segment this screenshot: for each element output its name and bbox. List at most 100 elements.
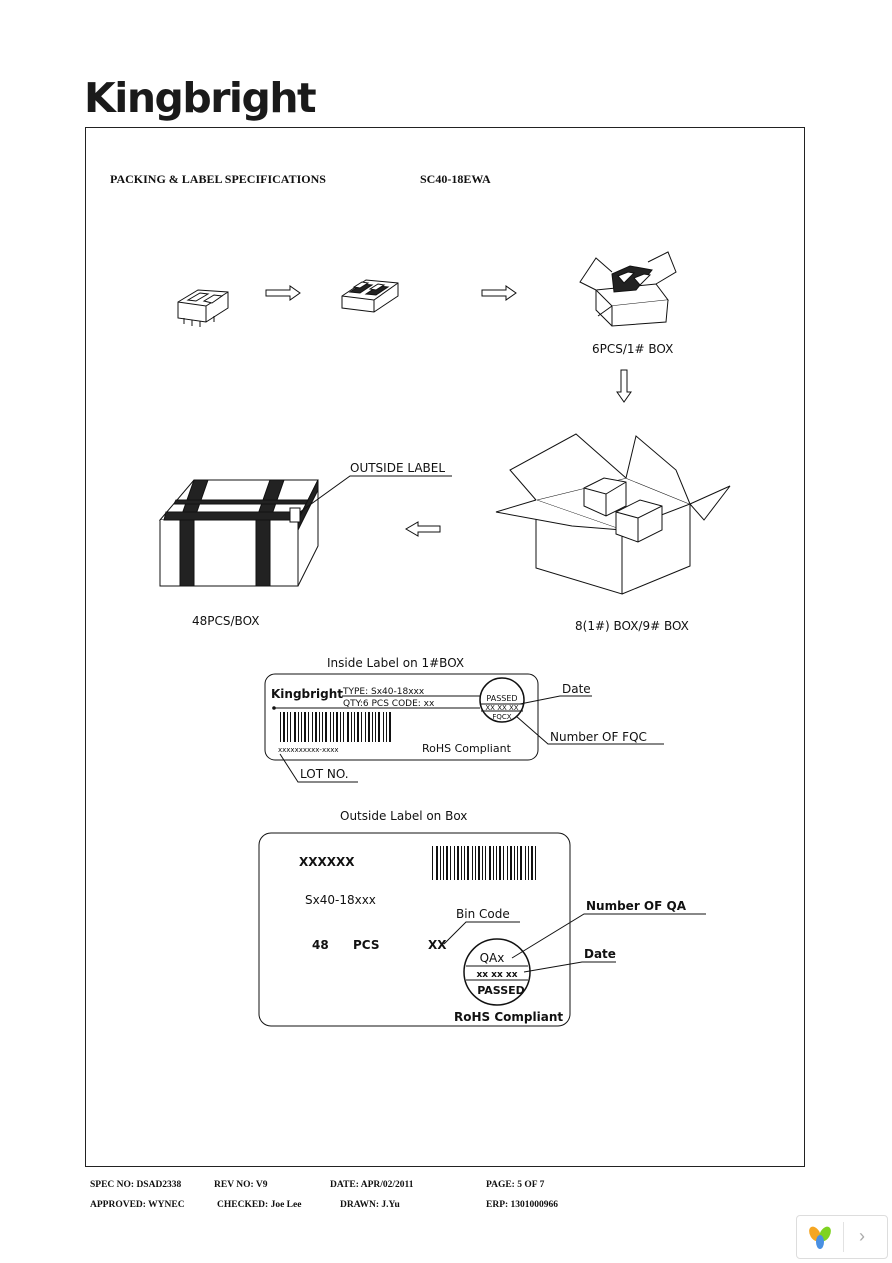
next-page-chevron-icon[interactable]: › xyxy=(859,1226,865,1246)
outer-box-caption: 48PCS/BOX xyxy=(192,614,259,628)
barcode-bar xyxy=(354,712,355,742)
inside-rohs-text: RoHS Compliant xyxy=(422,742,512,755)
fqc-stamp-date: XX XX XX xyxy=(485,704,518,712)
barcode-bar xyxy=(461,846,462,880)
outside-label-callout: OUTSIDE LABEL xyxy=(350,461,445,475)
barcode-bar xyxy=(383,712,384,742)
barcode-bar xyxy=(319,712,320,742)
barcode-bar xyxy=(485,846,486,880)
barcode-bar xyxy=(301,712,302,742)
footer-rev-no: REV NO: V9 xyxy=(214,1180,268,1190)
qa-number-callout: Number OF QA xyxy=(586,899,687,913)
barcode-bar xyxy=(517,846,518,880)
barcode-bar xyxy=(503,846,504,880)
barcode-bar xyxy=(525,846,526,880)
barcode-bar xyxy=(304,712,306,742)
barcode-bar xyxy=(432,846,433,880)
barcode-bar xyxy=(280,712,281,742)
fqc-stamp-bottom: FQCX xyxy=(492,713,511,721)
outside-type: Sx40-18xxx xyxy=(305,893,376,907)
inside-label-brand: Kingbright xyxy=(271,687,343,701)
barcode-bar xyxy=(372,712,373,742)
footer-page: PAGE: 5 OF 7 xyxy=(486,1180,545,1190)
qa-stamp-date: xx xx xx xyxy=(476,970,517,980)
barcode-bar xyxy=(325,712,327,742)
barcode-bar xyxy=(475,846,476,880)
qa-stamp xyxy=(463,938,531,1006)
footer-drawn: DRAWN: J.Yu xyxy=(340,1200,400,1210)
barcode-bar xyxy=(446,846,448,880)
barcode-bar xyxy=(450,846,451,880)
barcode-bar xyxy=(520,846,522,880)
small-box-icon xyxy=(579,251,677,327)
barcode-bar xyxy=(440,846,441,880)
barcode-bar xyxy=(535,846,536,880)
box1-caption: 6PCS/1# BOX xyxy=(592,342,673,356)
flower-logo-icon[interactable] xyxy=(805,1224,835,1252)
outside-label-leader xyxy=(299,475,452,513)
page-frame xyxy=(85,127,805,1167)
arrow-right-icon xyxy=(265,285,301,301)
outside-barcode xyxy=(432,846,536,880)
closed-box-icon xyxy=(158,479,319,587)
barcode-bar xyxy=(290,712,291,742)
barcode-bar xyxy=(365,712,366,742)
barcode-bar xyxy=(333,712,334,742)
barcode-bar xyxy=(510,846,512,880)
lot-number-callout: LOT NO. xyxy=(300,767,349,781)
barcode-bar xyxy=(330,712,331,742)
part-number: SC40-18EWA xyxy=(420,172,491,186)
box9-caption: 8(1#) BOX/9# BOX xyxy=(575,619,689,633)
inside-label-heading: Inside Label on 1#BOX xyxy=(327,656,464,670)
outside-rohs-text: RoHS Compliant xyxy=(454,1010,563,1024)
barcode-bar xyxy=(343,712,344,742)
outside-qty: 48 xyxy=(312,938,329,952)
barcode-bar xyxy=(361,712,362,742)
barcode-bar xyxy=(467,846,469,880)
barcode-bar xyxy=(436,846,438,880)
barcode-bar xyxy=(322,712,323,742)
barcode-bar xyxy=(464,846,465,880)
barcode-bar xyxy=(357,712,359,742)
barcode-bar xyxy=(283,712,285,742)
arrow-down-icon xyxy=(616,369,632,403)
barcode-bar xyxy=(454,846,455,880)
barcode-bar xyxy=(386,712,387,742)
arrow-left-icon xyxy=(405,521,441,537)
page-title: PACKING & LABEL SPECIFICATIONS xyxy=(110,172,326,186)
barcode-bar xyxy=(493,846,494,880)
fqc-number-callout: Number OF FQC xyxy=(550,730,647,744)
fqc-stamp-top: PASSED xyxy=(486,694,517,703)
barcode-bar xyxy=(507,846,508,880)
footer-approved: APPROVED: WYNEC xyxy=(90,1200,185,1210)
barcode-bar xyxy=(531,846,533,880)
barcode-bar xyxy=(489,846,491,880)
barcode-bar xyxy=(443,846,444,880)
arrow-right-icon xyxy=(481,285,517,301)
display-unit-icon xyxy=(177,289,229,327)
barcode-bar xyxy=(294,712,296,742)
barcode-bar xyxy=(308,712,309,742)
barcode-bar xyxy=(347,712,349,742)
barcode-bar xyxy=(482,846,483,880)
barcode-bar xyxy=(514,846,515,880)
barcode-bar xyxy=(368,712,370,742)
barcode-bar xyxy=(375,712,376,742)
barcode-bar xyxy=(496,846,497,880)
outside-date-callout: Date xyxy=(584,947,616,961)
inside-label-type: TYPE: Sx40-18xxx xyxy=(342,687,425,697)
barcode-bar xyxy=(287,712,288,742)
outside-code: XXXXXX xyxy=(299,855,355,869)
kingbright-logo: Kingbright xyxy=(84,74,317,122)
inside-date-callout: Date xyxy=(562,682,591,696)
footer-spec-no: SPEC NO: DSAD2338 xyxy=(90,1180,182,1190)
barcode-bar xyxy=(312,712,313,742)
barcode-bar xyxy=(528,846,529,880)
outside-bin: XX xyxy=(428,938,447,952)
inside-barcode xyxy=(280,712,391,742)
footer-checked: CHECKED: Joe Lee xyxy=(217,1200,302,1210)
barcode-bar xyxy=(499,846,501,880)
barcode-bar xyxy=(336,712,338,742)
outside-qty-unit: PCS xyxy=(353,938,379,952)
